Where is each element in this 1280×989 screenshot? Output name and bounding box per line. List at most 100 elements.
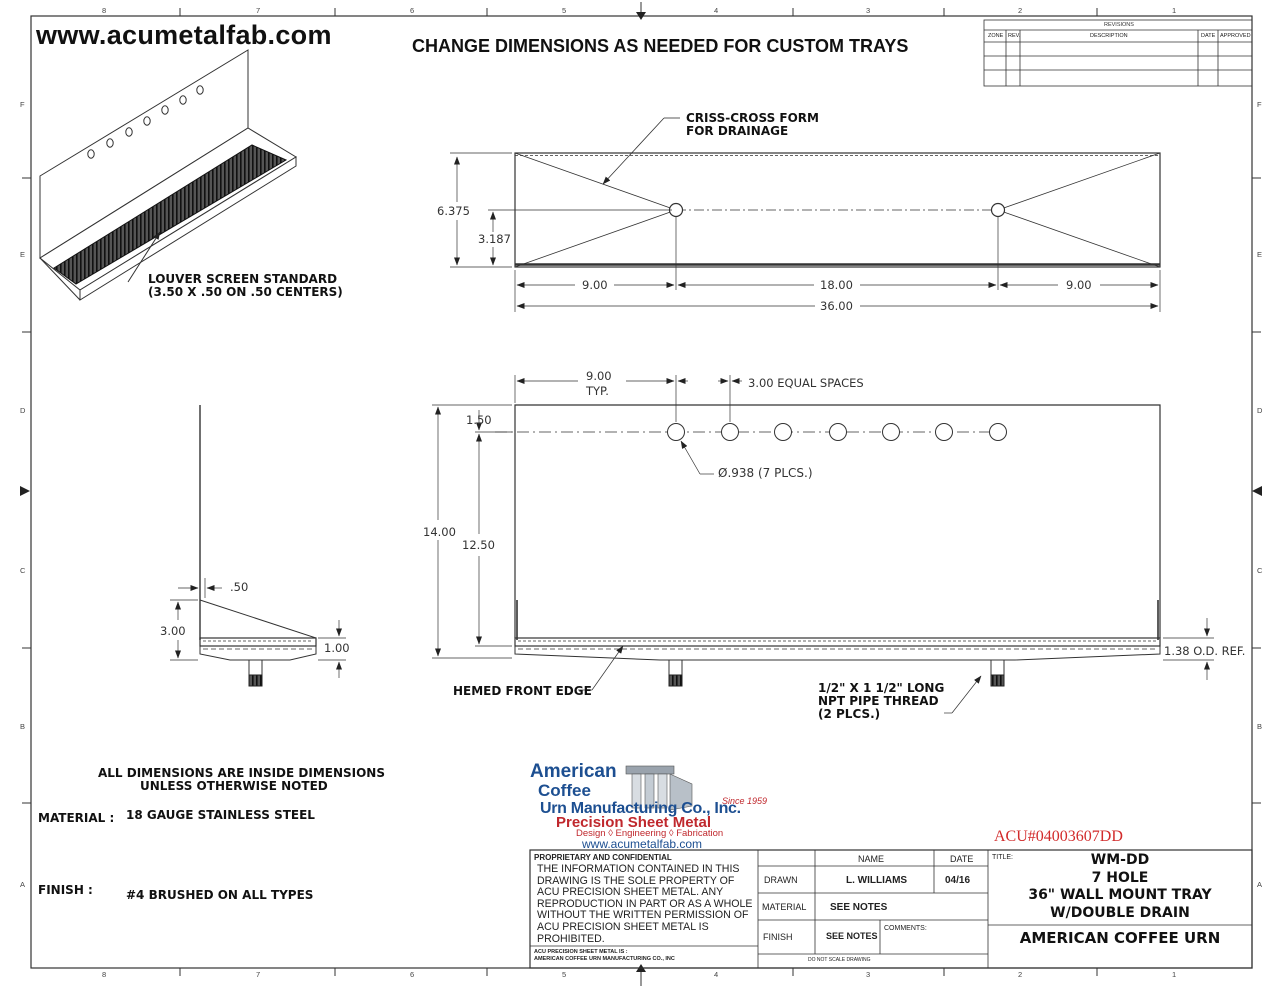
- zone-top-1: 1: [1172, 6, 1177, 15]
- zone-bottom-5: 5: [562, 970, 567, 979]
- dim-side-offset: .50: [230, 580, 249, 594]
- rev-col-rev: REV.: [1008, 33, 1021, 39]
- dim-hole-top: 1.50: [466, 413, 492, 427]
- title-block-grid: [529, 849, 1253, 969]
- louver-leader: [127, 231, 161, 283]
- dim-top-seg-mid: 18.00: [820, 278, 853, 292]
- logo-urn-graphic: [625, 765, 693, 811]
- tb-drawn-name: L. WILLIAMS: [846, 875, 908, 886]
- logo-coffee: Coffee: [538, 781, 591, 800]
- logo-tagline: Design ◊ Engineering ◊ Fabrication: [576, 828, 724, 839]
- logo-precision: Precision Sheet Metal: [556, 814, 712, 831]
- thread-callout: 1/2" X 1 1/2" LONG NPT PIPE THREAD (2 PL…: [818, 681, 945, 721]
- drawing-instruction: CHANGE DIMENSIONS AS NEEDED FOR CUSTOM T…: [412, 36, 909, 56]
- zone-bottom-6: 6: [410, 970, 415, 979]
- tb-title-drain: W/DOUBLE DRAIN: [1050, 904, 1190, 921]
- criss-cross-callout: CRISS-CROSS FORM FOR DRAINAGE: [686, 111, 819, 138]
- isometric-view: [39, 49, 297, 301]
- logo-american: American: [530, 761, 617, 782]
- zone-left-e: E: [20, 250, 26, 259]
- zone-right-d: D: [1257, 406, 1263, 415]
- dim-tray-od: 1.38 O.D. REF.: [1164, 644, 1246, 658]
- dim-side-lip-height: 1.00: [324, 641, 350, 655]
- front-view-backsplash: [514, 404, 1161, 638]
- zone-top-7: 7: [256, 6, 261, 15]
- hem-callout: HEMED FRONT EDGE: [453, 684, 592, 698]
- zone-left-b: B: [20, 722, 26, 731]
- dim-front-height-holes: 12.50: [462, 538, 495, 552]
- tb-finish-label: FINISH: [763, 932, 793, 942]
- top-view: [450, 117, 1161, 312]
- tb-drawn-label: DRAWN: [764, 875, 798, 885]
- zone-top-4: 4: [714, 6, 719, 15]
- dim-hole-spacing: 3.00 EQUAL SPACES: [748, 376, 864, 390]
- zone-right-f: F: [1257, 100, 1262, 109]
- dim-first-hole-typ: TYP.: [586, 384, 609, 398]
- side-view: [170, 405, 346, 687]
- front-view: [432, 375, 1214, 714]
- tb-drawn-date: 04/16: [945, 875, 971, 886]
- general-note-line2: UNLESS OTHERWISE NOTED: [140, 779, 328, 793]
- tb-col-name: NAME: [858, 854, 885, 864]
- zone-top-5: 5: [562, 6, 567, 15]
- rev-col-zone: ZONE: [988, 33, 1004, 39]
- revisions-title: REVISIONS: [1104, 22, 1134, 28]
- tb-title-holes: 7 HOLE: [1091, 869, 1149, 886]
- proprietary-text: THE INFORMATION CONTAINED IN THIS DRAWIN…: [537, 863, 753, 945]
- zone-right-e: E: [1257, 250, 1263, 259]
- proprietary-title: PROPRIETARY AND CONFIDENTIAL: [534, 853, 672, 862]
- zone-left-f: F: [20, 100, 25, 109]
- rev-col-description: DESCRIPTION: [1090, 33, 1128, 39]
- tb-title-description: 36" WALL MOUNT TRAY: [1028, 887, 1212, 903]
- proprietary-footer-2: AMERICAN COFFEE URN MANUFACTURING CO., I…: [534, 956, 675, 962]
- faucet-holes: [667, 423, 1007, 441]
- front-tray: [514, 637, 1161, 687]
- material-label: MATERIAL :: [38, 811, 115, 825]
- zone-bottom-8: 8: [102, 970, 107, 979]
- tb-title-label: TITLE:: [992, 854, 1014, 861]
- general-note-line1: ALL DIMENSIONS ARE INSIDE DIMENSIONS: [98, 766, 385, 780]
- zone-bottom-7: 7: [256, 970, 261, 979]
- tb-material-label: MATERIAL: [762, 902, 807, 912]
- zone-top-3: 3: [866, 6, 871, 15]
- zone-top-6: 6: [410, 6, 415, 15]
- dim-side-tray-height: 3.00: [160, 624, 186, 638]
- zone-right-a: A: [1257, 880, 1263, 889]
- tb-col-date: DATE: [950, 854, 974, 864]
- dim-top-height-half: 3.187: [478, 232, 511, 246]
- tb-material-value: SEE NOTES: [830, 902, 888, 913]
- tb-title-part: WM-DD: [1090, 852, 1150, 868]
- material-value: 18 GAUGE STAINLESS STEEL: [126, 808, 315, 822]
- logo-url[interactable]: www.acumetalfab.com: [582, 837, 703, 851]
- zone-left-d: D: [20, 406, 26, 415]
- zone-bottom-4: 4: [714, 970, 719, 979]
- dim-front-height-overall: 14.00: [423, 525, 456, 539]
- dim-hole-diameter: Ø.938 (7 PLCS.): [718, 466, 813, 480]
- zone-bottom-1: 1: [1172, 970, 1177, 979]
- zone-left-c: C: [20, 566, 26, 575]
- zone-top-8: 8: [102, 6, 107, 15]
- part-number: ACU#04003607DD: [994, 828, 1123, 845]
- tb-comments-label: COMMENTS:: [884, 925, 927, 932]
- revisions-table-grid: [983, 19, 1253, 87]
- tb-company: AMERICAN COFFEE URN: [1019, 929, 1221, 947]
- dim-first-hole: 9.00: [586, 369, 612, 383]
- dim-top-height-overall: 6.375: [437, 204, 470, 218]
- zone-right-b: B: [1257, 722, 1263, 731]
- zone-left-a: A: [20, 880, 26, 889]
- proprietary-footer-1: ACU PRECISION SHEET METAL IS :: [534, 949, 628, 955]
- finish-label: FINISH :: [38, 883, 93, 897]
- tb-finish-value: SEE NOTES: [826, 931, 878, 941]
- iso-tray-front: [79, 156, 297, 301]
- drain-hole-right: [990, 202, 1006, 218]
- website-url[interactable]: www.acumetalfab.com: [36, 20, 332, 50]
- tb-scale-note: DO NOT SCALE DRAWING: [808, 957, 871, 963]
- finish-value: #4 BRUSHED ON ALL TYPES: [126, 888, 314, 902]
- dim-top-length: 36.00: [820, 299, 853, 313]
- iso-faucet-holes: [87, 85, 204, 159]
- louver-callout-line2: (3.50 X .50 ON .50 CENTERS): [148, 285, 343, 299]
- drainage-criss-cross: [514, 152, 1161, 268]
- logo-since: Since 1959: [722, 796, 768, 806]
- zone-top-2: 2: [1018, 6, 1023, 15]
